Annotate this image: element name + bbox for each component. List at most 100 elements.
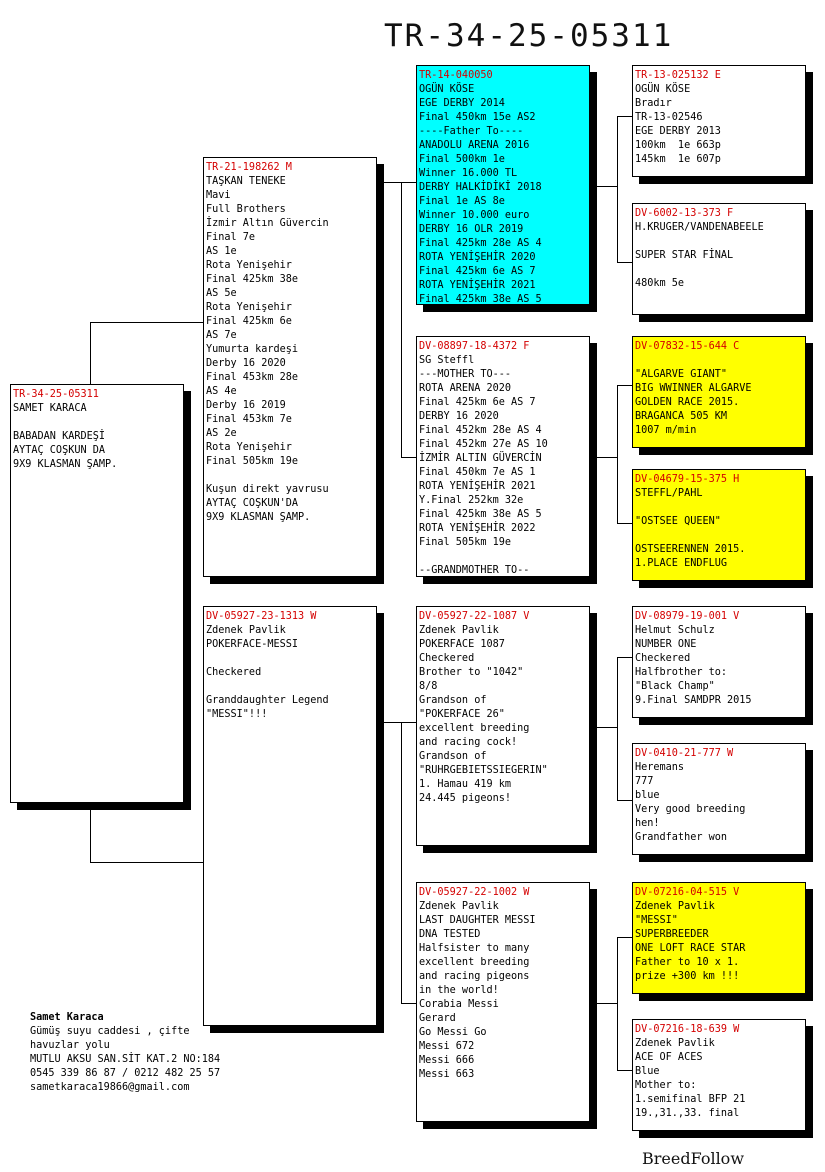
pedigree-info-line: Messi 666 [419, 1055, 475, 1066]
breedfollow-logo-text: BreedFollow [642, 1149, 745, 1168]
pedigree-info-line: İZMİR ALTIN GÜVERCİN [419, 453, 542, 464]
pedigree-info-line: Final 425km 28e AS 4 [419, 238, 542, 249]
ring-number: TR-34-25-05311 [13, 389, 99, 400]
pedigree-info-line: Final 425km 6e [206, 316, 292, 327]
connector [617, 800, 633, 801]
ring-number: TR-21-198262 M [206, 162, 292, 173]
pedigree-info-line: Full Brothers [206, 204, 286, 215]
pedigree-info-line: LAST DAUGHTER MESSI [419, 915, 536, 926]
pedigree-info-line: --GRANDMOTHER TO-- [419, 565, 530, 576]
connector [90, 322, 91, 385]
pedigree-info-line: ONE LOFT RACE STAR [635, 943, 746, 954]
pedigree-info-line: excellent breeding [419, 957, 530, 968]
pedigree-info-line: 8/8 [419, 681, 438, 692]
connector [401, 457, 417, 458]
pedigree-info-line: Brother to "1042" [419, 667, 524, 678]
pedigree-info-line [206, 469, 374, 483]
pedigree-info-line [206, 652, 374, 666]
pedigree-info-line: Bradır [635, 98, 672, 109]
pedigree-info-line: TAŞKAN TENEKE [206, 176, 286, 187]
email-line[interactable]: sametkaraca19866@gmail.com [30, 1082, 190, 1093]
pedigree-info-line: "RUHRGEBIETSSIEGERIN" [419, 765, 548, 776]
pedigree-info-line: Zdenek Pavlik [206, 625, 286, 636]
pedigree-info-line [419, 550, 587, 564]
pedigree-info-line: Final 425km 6e AS 7 [419, 266, 536, 277]
pedigree-info-line: "OSTSEE QUEEN" [635, 516, 721, 527]
connector [617, 262, 633, 263]
pedigree-info-line: "ALGARVE GIANT" [635, 369, 728, 380]
pedigree-info-line: AYTAÇ COŞKUN'DA [206, 498, 299, 509]
pedigree-info-line: 1.semifinal BFP 21 [635, 1094, 746, 1105]
pedigree-info-line: hen! [635, 818, 660, 829]
pedigree-info-line: Checkered [206, 667, 262, 678]
connector [617, 937, 618, 1070]
connector [617, 937, 633, 938]
pedigree-info-line: EGE DERBY 2013 [635, 126, 721, 137]
pedigree-info-line: POKERFACE 1087 [419, 639, 505, 650]
pedigree-info-line: Father to 10 x 1. [635, 957, 740, 968]
pedigree-info-line: H.KRUGER/VANDENABEELE [635, 222, 764, 233]
contact-line: Gümüş suyu caddesi , çifte [30, 1026, 190, 1037]
ring-number: DV-08979-19-001 V [635, 611, 740, 622]
pedigree-info-line: Rota Yenişehir [206, 302, 292, 313]
pedigree-info-line: "Black Champ" [635, 681, 715, 692]
pedigree-info-line: Zdenek Pavlik [419, 901, 499, 912]
pedigree-info-line: AS 4e [206, 386, 237, 397]
ring-number: DV-07832-15-644 C [635, 341, 740, 352]
pedigree-info-line: EGE DERBY 2014 [419, 98, 505, 109]
pedigree-info-line: Final 425km 6e AS 7 [419, 397, 536, 408]
pedigree-info-line: 100km 1e 663p [635, 140, 721, 151]
pedigree-info-line: excellent breeding [419, 723, 530, 734]
pedigree-info-line: DERBY HALKİDİKİ 2018 [419, 182, 542, 193]
ring-number: TR-13-025132 E [635, 70, 721, 81]
pedigree-info-line: Final 453km 7e [206, 414, 292, 425]
connector [617, 116, 618, 262]
pedigree-info-line: Grandson of [419, 695, 487, 706]
pedigree-info-line: Final 505km 19e [206, 456, 299, 467]
connector [90, 862, 204, 863]
connector [384, 182, 417, 183]
pedigree-info-line: SUPERBREEDER [635, 929, 709, 940]
phone-line: 0545 339 86 87 / 0212 482 25 57 [30, 1068, 221, 1079]
connector [617, 116, 633, 117]
pedigree-info-line: Zdenek Pavlik [635, 901, 715, 912]
connector [617, 523, 633, 524]
pedigree-info-line: SUPER STAR FİNAL [635, 250, 734, 261]
pedigree-info-line: SAMET KARACA [13, 403, 87, 414]
pedigree-info-line: blue [635, 790, 660, 801]
pedigree-info-line: AS 7e [206, 330, 237, 341]
connector [617, 657, 633, 658]
pedigree-info-line: ROTA YENİŞEHİR 2020 [419, 252, 536, 263]
pedigree-info-line: Heremans [635, 762, 685, 773]
pedigree-info-line: Final 500km 1e [419, 154, 505, 165]
connector [617, 657, 618, 800]
pedigree-info-line: Final 1e AS 8e [419, 196, 505, 207]
pedigree-info-line: ACE OF ACES [635, 1052, 703, 1063]
ggp-card: DV-07832-15-644 C "ALGARVE GIANT" BIG WWIN… [632, 336, 806, 448]
pedigree-info-line: 9.Final SAMDPR 2015 [635, 695, 752, 706]
contact-line: havuzlar yolu [30, 1040, 110, 1051]
pedigree-info-line: Helmut Schulz [635, 625, 715, 636]
pedigree-info-line [206, 680, 374, 694]
pedigree-info-line: BIG WWINNER ALGARVE [635, 383, 752, 394]
pedigree-info-line: "MESSI"!!! [206, 709, 268, 720]
pedigree-info-line: Final 425km 38e AS 5 [419, 294, 542, 305]
pedigree-info-line: AS 1e [206, 246, 237, 257]
pedigree-info-line: Grandfather won [635, 832, 728, 843]
pedigree-info-line: ROTA YENİŞEHİR 2021 [419, 280, 536, 291]
pedigree-info-line: Final 425km 38e [206, 274, 299, 285]
pedigree-info-line: OGÜN KÖSE [419, 84, 475, 95]
ring-number: DV-08897-18-4372 F [419, 341, 530, 352]
pedigree-info-line: TR-13-02546 [635, 112, 703, 123]
pedigree-info-line: in the world! [419, 985, 499, 996]
pedigree-info-line: "MESSI" [635, 915, 678, 926]
ring-number: DV-6002-13-373 F [635, 208, 734, 219]
pedigree-info-line: ROTA YENİŞEHİR 2021 [419, 481, 536, 492]
